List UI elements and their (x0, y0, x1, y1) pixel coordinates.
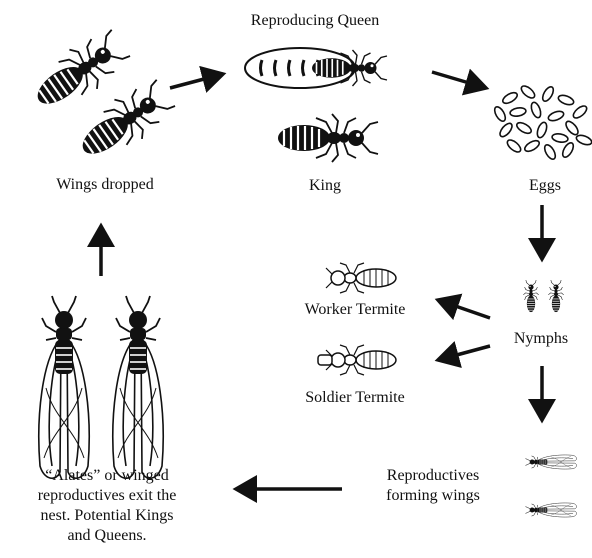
arrow-icon (170, 74, 223, 88)
arrow-icon (438, 346, 490, 360)
queen-label: Reproducing Queen (230, 11, 400, 31)
termite-icon (326, 263, 396, 293)
alates-line: nest. Potential Kings (2, 506, 212, 526)
arrow-icon (438, 300, 490, 318)
alates-line: reproductives exit the (2, 486, 212, 506)
king-termite-icon (278, 114, 378, 162)
termite-icon (318, 345, 396, 375)
reproductives-line: forming wings (358, 486, 508, 506)
termite-icon (25, 23, 134, 120)
alates-line: and Queens. (2, 526, 212, 546)
reproductives-label: Reproductives forming wings (358, 466, 508, 506)
alates-line: “Alates” or winged (2, 466, 212, 486)
soldier-label: Soldier Termite (280, 388, 430, 408)
winged-termite-icon (525, 455, 576, 469)
wings-dropped-label: Wings dropped (30, 175, 180, 195)
winged-termite-icon (525, 503, 576, 517)
worker-label: Worker Termite (280, 300, 430, 320)
alates-label: “Alates” or winged reproductives exit th… (2, 466, 212, 546)
egg-cluster-icon (493, 84, 592, 161)
winged-termite-icon (113, 296, 163, 478)
winged-termite-icon (39, 296, 89, 478)
nymph-icon (523, 280, 538, 312)
eggs-label: Eggs (510, 176, 580, 196)
reproductives-line: Reproductives (358, 466, 508, 486)
king-label: King (290, 176, 360, 196)
queen-termite-icon (245, 48, 387, 88)
nymph-icon (548, 280, 563, 312)
nymphs-label: Nymphs (496, 329, 586, 349)
arrow-icon (432, 72, 486, 88)
